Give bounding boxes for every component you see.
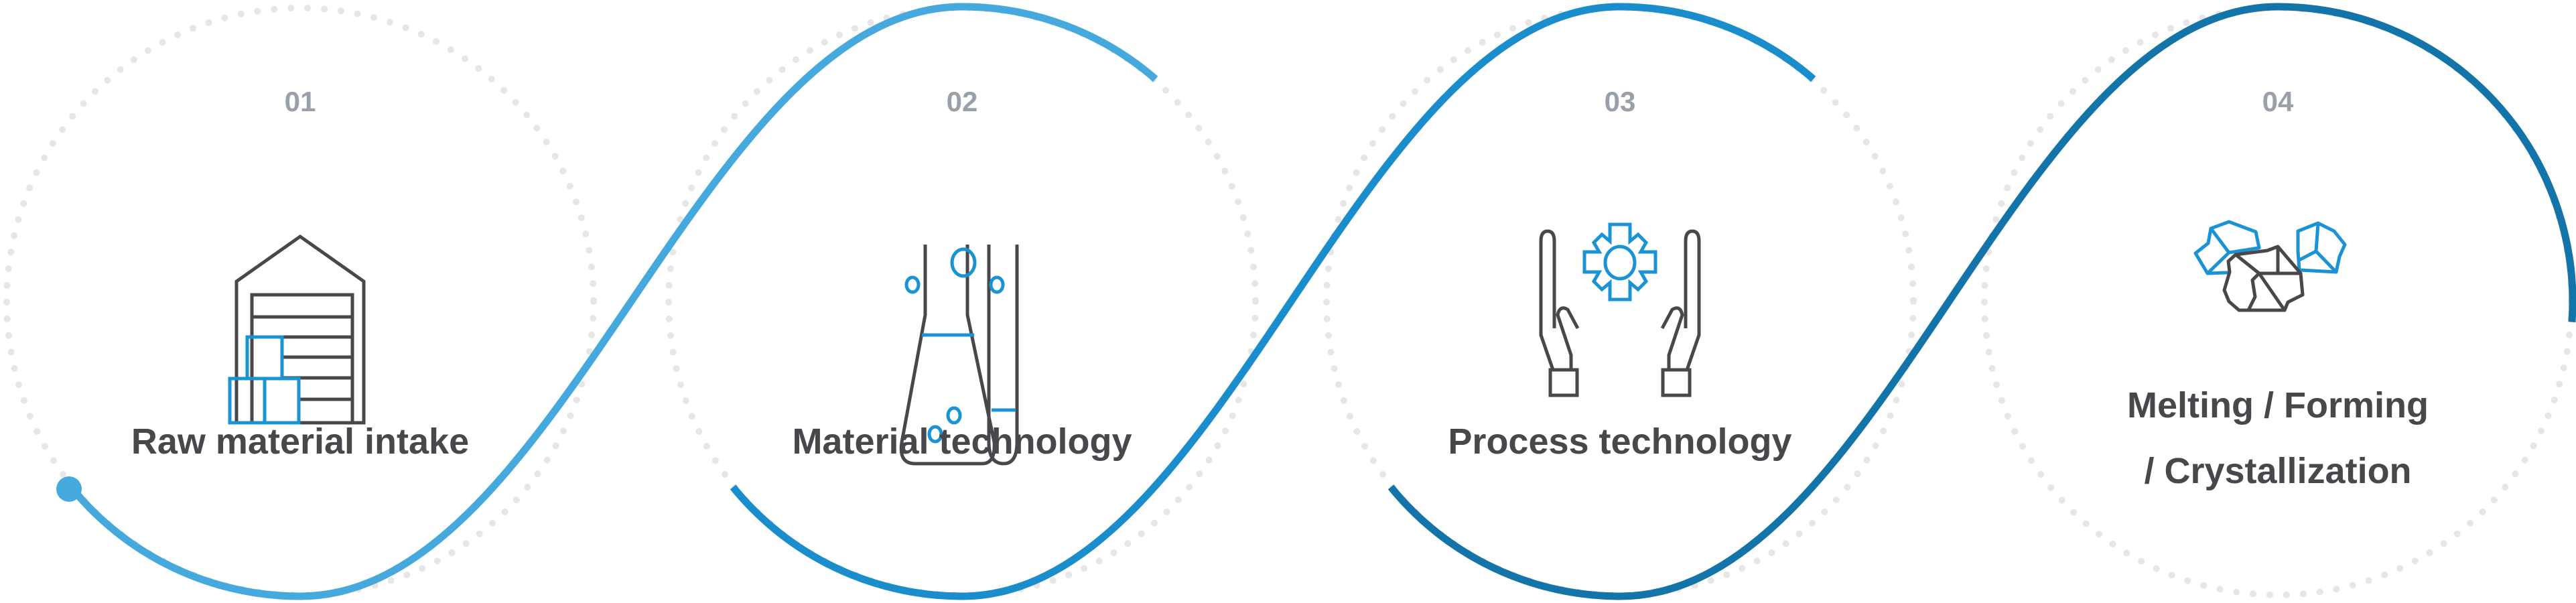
hands-gear-icon — [1539, 222, 1701, 397]
step-circle-1 — [3, 5, 597, 598]
warehouse-icon — [228, 234, 366, 425]
step-circle-3 — [1323, 5, 1917, 598]
step-number-1: 01 — [284, 86, 316, 117]
connector-segment-2 — [730, 3, 1816, 600]
step-label-4-line1: Melting / Forming — [2127, 385, 2429, 425]
step-circle-2 — [665, 5, 1259, 598]
connector-segment-1 — [68, 3, 1158, 600]
connector-segment-3 — [1387, 3, 2576, 600]
step-label-3: Process technology — [1448, 421, 1792, 462]
step-label-4-line2: / Crystallization — [2144, 451, 2412, 491]
crystals-icon — [2193, 220, 2347, 312]
lab-flask-icon — [899, 245, 1019, 466]
step-number-3: 03 — [1604, 86, 1636, 117]
step-label-1: Raw material intake — [131, 421, 470, 462]
step-label-2: Material technology — [792, 421, 1132, 462]
start-dot — [56, 476, 82, 502]
step-number-4: 04 — [2262, 86, 2294, 117]
step-number-2: 02 — [946, 86, 978, 117]
